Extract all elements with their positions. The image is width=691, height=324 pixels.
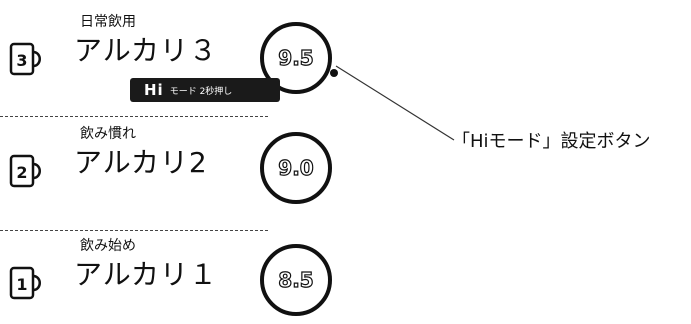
hi-mode-set-button[interactable]: [330, 69, 338, 77]
cup-1-number: 1: [16, 275, 27, 294]
mode-1-subtitle: 飲み始め: [80, 238, 136, 254]
mode-row-alkali-3: 3 日常飲用 アルカリ３ 9.5: [0, 8, 338, 98]
hi-badge-sub: モード 2秒押し: [169, 86, 233, 97]
mode-2-value: 9.0: [278, 155, 315, 180]
hi-mode-badge: Hi モード 2秒押し: [130, 78, 280, 102]
mode-2-title: アルカリ2: [74, 146, 208, 179]
divider: [0, 230, 268, 231]
mode-3-subtitle: 日常飲用: [80, 14, 136, 30]
mode-3-title: アルカリ３: [74, 34, 218, 67]
mode-3-button[interactable]: 9.5: [260, 22, 332, 94]
mode-2-subtitle: 飲み慣れ: [80, 126, 136, 142]
mode-2-button[interactable]: 9.0: [260, 132, 332, 204]
mode-row-alkali-1: 1 飲み始め アルカリ１ 8.5: [0, 232, 332, 322]
mode-1-title: アルカリ１: [74, 258, 218, 291]
cup-1-icon: 1: [8, 264, 48, 304]
hi-mode-callout-label: 「Hiモード」設定ボタン: [452, 131, 651, 152]
hi-badge-main: Hi: [144, 81, 164, 99]
mode-1-value: 8.5: [278, 267, 315, 292]
mode-1-button[interactable]: 8.5: [260, 244, 332, 316]
mode-row-alkali-2: 2 飲み慣れ アルカリ2 9.0: [0, 120, 332, 210]
cup-3-icon: 3: [8, 40, 48, 80]
mode-3-value: 9.5: [278, 45, 315, 70]
cup-2-icon: 2: [8, 152, 48, 192]
cup-3-number: 3: [16, 51, 27, 70]
divider: [0, 116, 268, 117]
cup-2-number: 2: [16, 163, 27, 182]
